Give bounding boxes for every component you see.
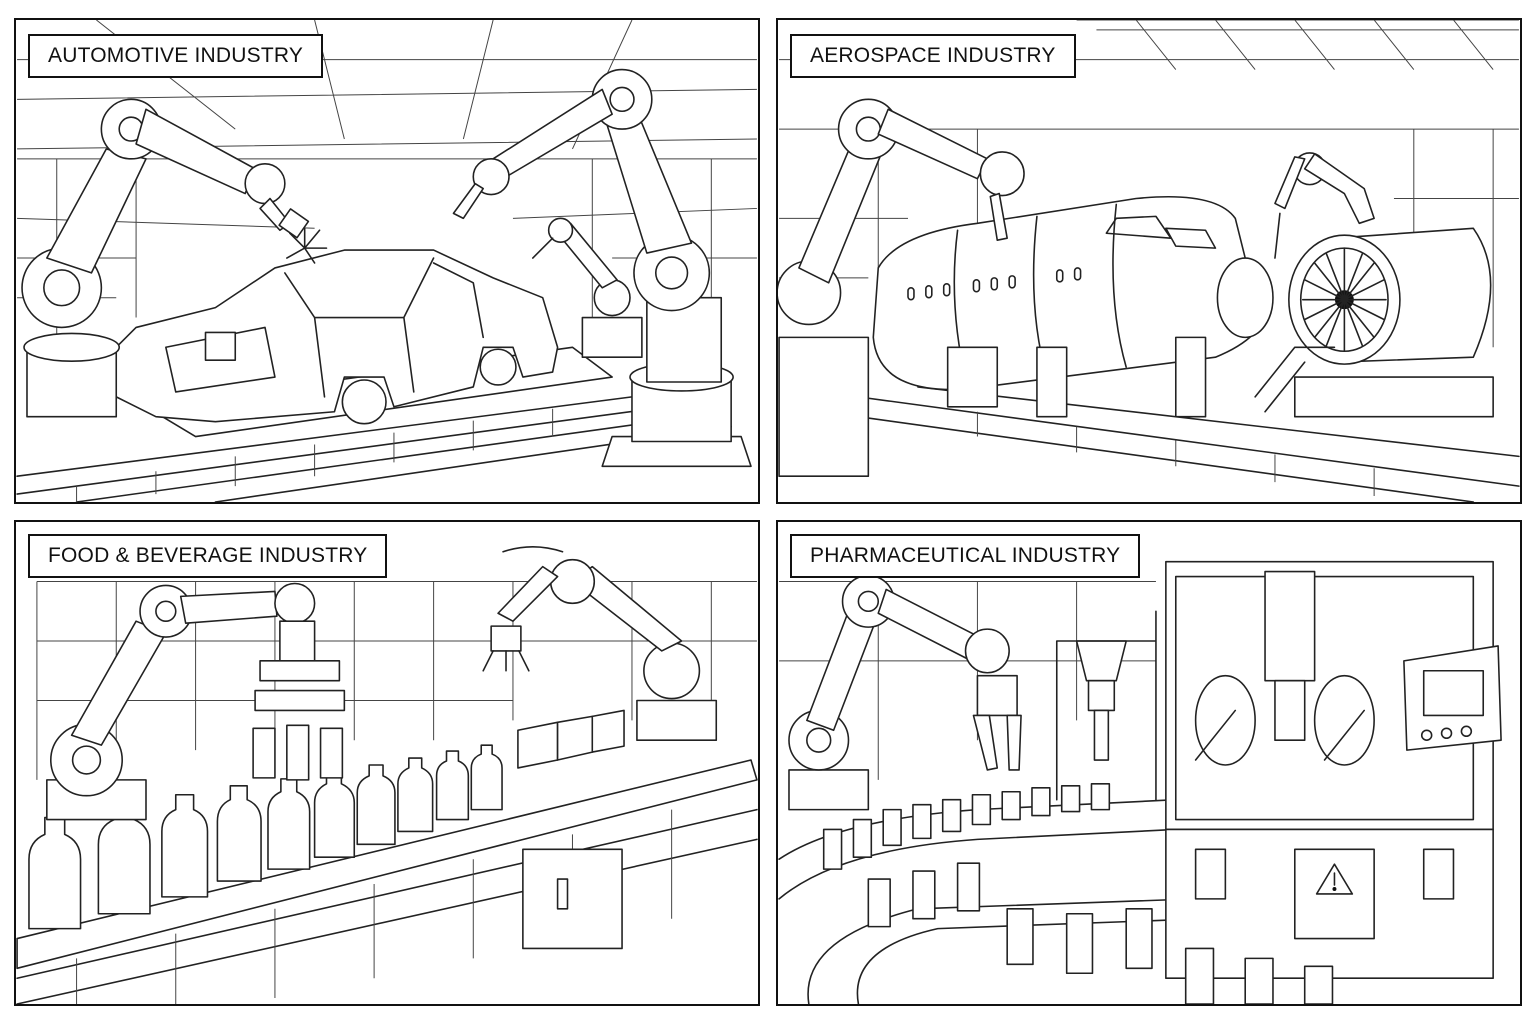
fuselage-windows — [907, 267, 1082, 301]
aircraft-fuselage — [872, 196, 1274, 391]
panel-aerospace: AEROSPACE INDUSTRY — [776, 18, 1522, 504]
warning-triangle-icon — [1315, 863, 1354, 895]
assembly-jig — [946, 336, 1207, 418]
automotive-illustration — [16, 20, 757, 502]
food-beverage-illustration — [16, 546, 758, 1004]
cabinet — [522, 848, 623, 950]
curved-conveyor — [778, 798, 1207, 1004]
panel-automotive: AUTOMOTIVE INDUSTRY — [14, 18, 760, 504]
conveyor-belt — [16, 759, 758, 1004]
robot-arm-left — [46, 582, 341, 821]
panel-food-beverage: FOOD & BEVERAGE INDUSTRY — [14, 520, 760, 1006]
panel-title-aerospace: AEROSPACE INDUSTRY — [790, 34, 1076, 78]
cartons — [517, 709, 625, 769]
robot-arm-small — [531, 217, 643, 358]
gripper-bottles — [252, 689, 346, 781]
robot-arm — [788, 574, 1022, 811]
enclosed-machine — [1165, 560, 1494, 980]
robot-arm-right — [452, 68, 752, 468]
panel-title-food-beverage: FOOD & BEVERAGE INDUSTRY — [28, 534, 388, 578]
pharmaceutical-illustration — [778, 560, 1502, 1004]
filling-station — [1055, 610, 1157, 801]
vial-row — [822, 783, 1334, 1004]
bottle-row-front — [28, 744, 503, 930]
car-body-frame — [105, 249, 559, 425]
aerospace-illustration — [778, 20, 1520, 502]
floor-rails — [857, 386, 1520, 502]
robot-arm-right — [482, 546, 718, 741]
welding-spark-left — [286, 227, 328, 264]
robot-arm-left — [21, 98, 310, 418]
control-panel — [1403, 645, 1502, 751]
panel-title-automotive: AUTOMOTIVE INDUSTRY — [28, 34, 324, 78]
robot-arm-right — [1274, 152, 1375, 259]
jet-engine — [1254, 227, 1494, 418]
panel-pharmaceutical: PHARMACEUTICAL INDUSTRY — [776, 520, 1522, 1006]
panel-title-pharmaceutical: PHARMACEUTICAL INDUSTRY — [790, 534, 1141, 578]
robot-arm-left — [778, 98, 1025, 478]
